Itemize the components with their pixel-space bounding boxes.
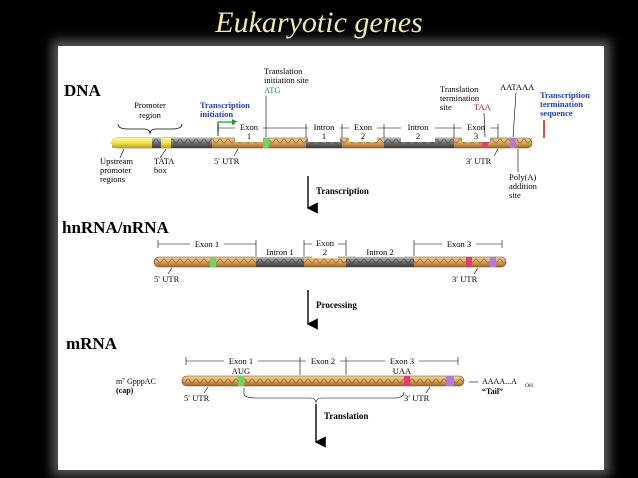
hnrna-intron1-label: Intron 1: [266, 247, 293, 257]
mrna-uaa-label: UAA: [393, 366, 412, 376]
tail-label-2: “Tail”: [482, 387, 503, 396]
dna-atg-mark: [263, 138, 269, 148]
dna-heading: DNA: [64, 81, 102, 100]
hnrna-utr3-label: 3′ UTR: [452, 274, 478, 284]
dna-utr5-label: 5′ UTR: [214, 156, 240, 166]
hnrna-exon1-label: Exon 1: [195, 239, 219, 249]
tail-label-1: AAAA...A: [482, 377, 517, 386]
dna-intron1-label-2: 1: [322, 131, 326, 141]
tata-segment: [161, 138, 171, 148]
hnrna-exon2-label-2: 2: [323, 247, 327, 257]
gene-diagram: DNA Promoter region: [58, 46, 604, 470]
mrna-exon3-label: Exon 3: [390, 356, 414, 366]
mrna-strand: [182, 376, 464, 386]
promoter-bracket: [118, 124, 182, 134]
tail-subscript: OH: [525, 383, 533, 389]
cap-label-1: m⁷ GpppAC: [116, 377, 156, 386]
mrna-aug-label: AUG: [232, 366, 250, 376]
dna-polya-mark: [510, 138, 516, 148]
coding-bracket: [244, 388, 404, 403]
dna-intron2-label-2: 2: [416, 131, 420, 141]
dna-utr3-label: 3′ UTR: [466, 156, 492, 166]
mrna-exon1-label: Exon 1: [229, 356, 253, 366]
promoter-region-label-1: Promoter: [134, 100, 166, 110]
transcription-step-label: Transcription: [316, 186, 369, 196]
transcription-term-label-3: sequence: [540, 108, 573, 118]
dna-exon2-label-2: 2: [361, 131, 365, 141]
polya-label-3: site: [509, 190, 521, 200]
atg-label: ATG: [264, 85, 281, 95]
upstream-label-3: regions: [100, 174, 125, 184]
diagram-panel: DNA Promoter region: [58, 46, 604, 470]
hnrna-strand: [154, 257, 506, 267]
mrna-polya-mark: [446, 376, 454, 386]
mrna-utr5-label: 5′ UTR: [184, 393, 210, 403]
upstream-promoter-segment: [112, 138, 152, 148]
mrna-exon2-label: Exon 2: [311, 356, 335, 366]
tata-label-2: box: [154, 165, 168, 175]
dna-exon1-label-2: 1: [247, 131, 251, 141]
hnrna-stop-mark: [466, 257, 472, 267]
hnrna-start-mark: [210, 257, 216, 267]
hnrna-utr5-label: 5′ UTR: [154, 274, 180, 284]
translation-step-label: Translation: [324, 411, 368, 421]
hnrna-polya-mark: [490, 257, 496, 267]
mrna-heading: mRNA: [66, 334, 118, 353]
transcription-initiation-label-2: initiation: [200, 109, 233, 119]
hnrna-heading: hnRNA/nRNA: [62, 218, 169, 237]
mrna-utr3-label: 3′ UTR: [404, 393, 430, 403]
translation-init-label-2: initiation site: [264, 75, 309, 85]
promoter-region-label-2: region: [139, 110, 161, 120]
aataaa-label: AATAAA: [500, 82, 535, 92]
transcription-start-arrow: [218, 122, 234, 136]
mrna-aug-mark: [238, 376, 244, 386]
taa-label: TAA: [474, 102, 492, 112]
mrna-uaa-mark: [404, 376, 410, 386]
hnrna-exon3-label: Exon 3: [447, 239, 471, 249]
hnrna-intron2-label: Intron 2: [366, 247, 393, 257]
slide-title: Eukaryotic genes: [0, 6, 638, 40]
processing-step-label: Processing: [316, 300, 357, 310]
translation-term-label-3: site: [440, 102, 452, 112]
dna-exon3-label-2: 3: [474, 131, 478, 141]
cap-label-2: (cap): [116, 386, 134, 395]
